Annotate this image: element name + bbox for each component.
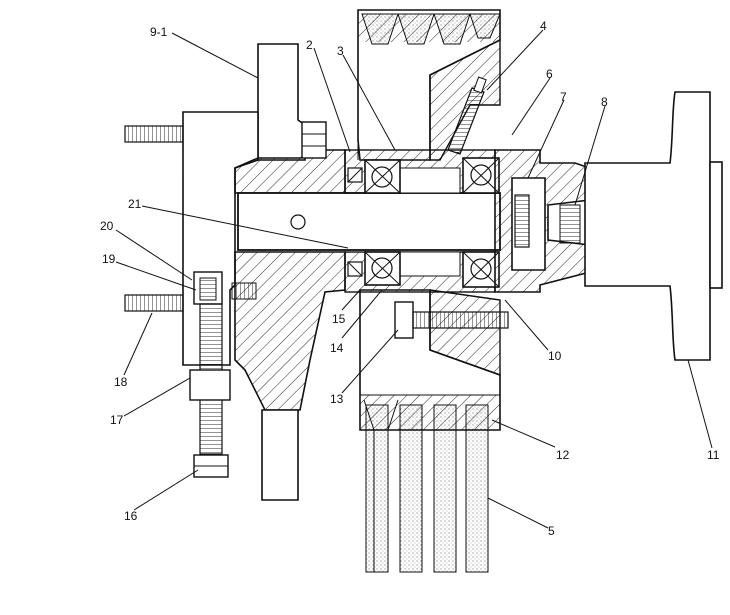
bearing-left-lower [364,251,401,286]
part-labels: 9-1 2 3 4 6 7 8 21 20 19 15 14 10 18 13 … [100,19,720,538]
grease-nipple [447,76,487,155]
left-studs [124,125,184,312]
label-14: 14 [330,341,344,355]
label-21: 21 [128,197,142,211]
label-13: 13 [330,392,344,406]
label-16: 16 [124,509,138,523]
label-12: 12 [556,448,570,462]
bolt-13 [394,301,509,339]
leader-lines [115,29,713,529]
label-3: 3 [337,44,344,58]
label-6: 6 [546,67,553,81]
adjusting-bolt [189,271,257,478]
v-belts [363,399,489,573]
label-19: 19 [102,252,116,266]
label-5: 5 [548,524,555,538]
shaft [237,192,501,251]
label-20: 20 [100,219,114,233]
label-8: 8 [601,95,608,109]
label-4: 4 [540,19,547,33]
label-18: 18 [114,375,128,389]
top-bolt-nut [301,121,327,159]
seals [347,167,363,277]
pulley-upper [357,9,501,161]
flange-11 [584,91,723,361]
bearing-left-upper [364,159,401,194]
label-10: 10 [548,349,562,363]
bearing-right-upper [462,157,500,194]
label-2: 2 [306,38,313,52]
label-17: 17 [110,413,124,427]
label-15: 15 [332,312,346,326]
label-11: 11 [707,448,720,462]
label-9-1: 9-1 [150,25,168,39]
main-housing [234,149,346,501]
label-7: 7 [560,90,567,104]
bearing-right-lower [462,251,500,288]
